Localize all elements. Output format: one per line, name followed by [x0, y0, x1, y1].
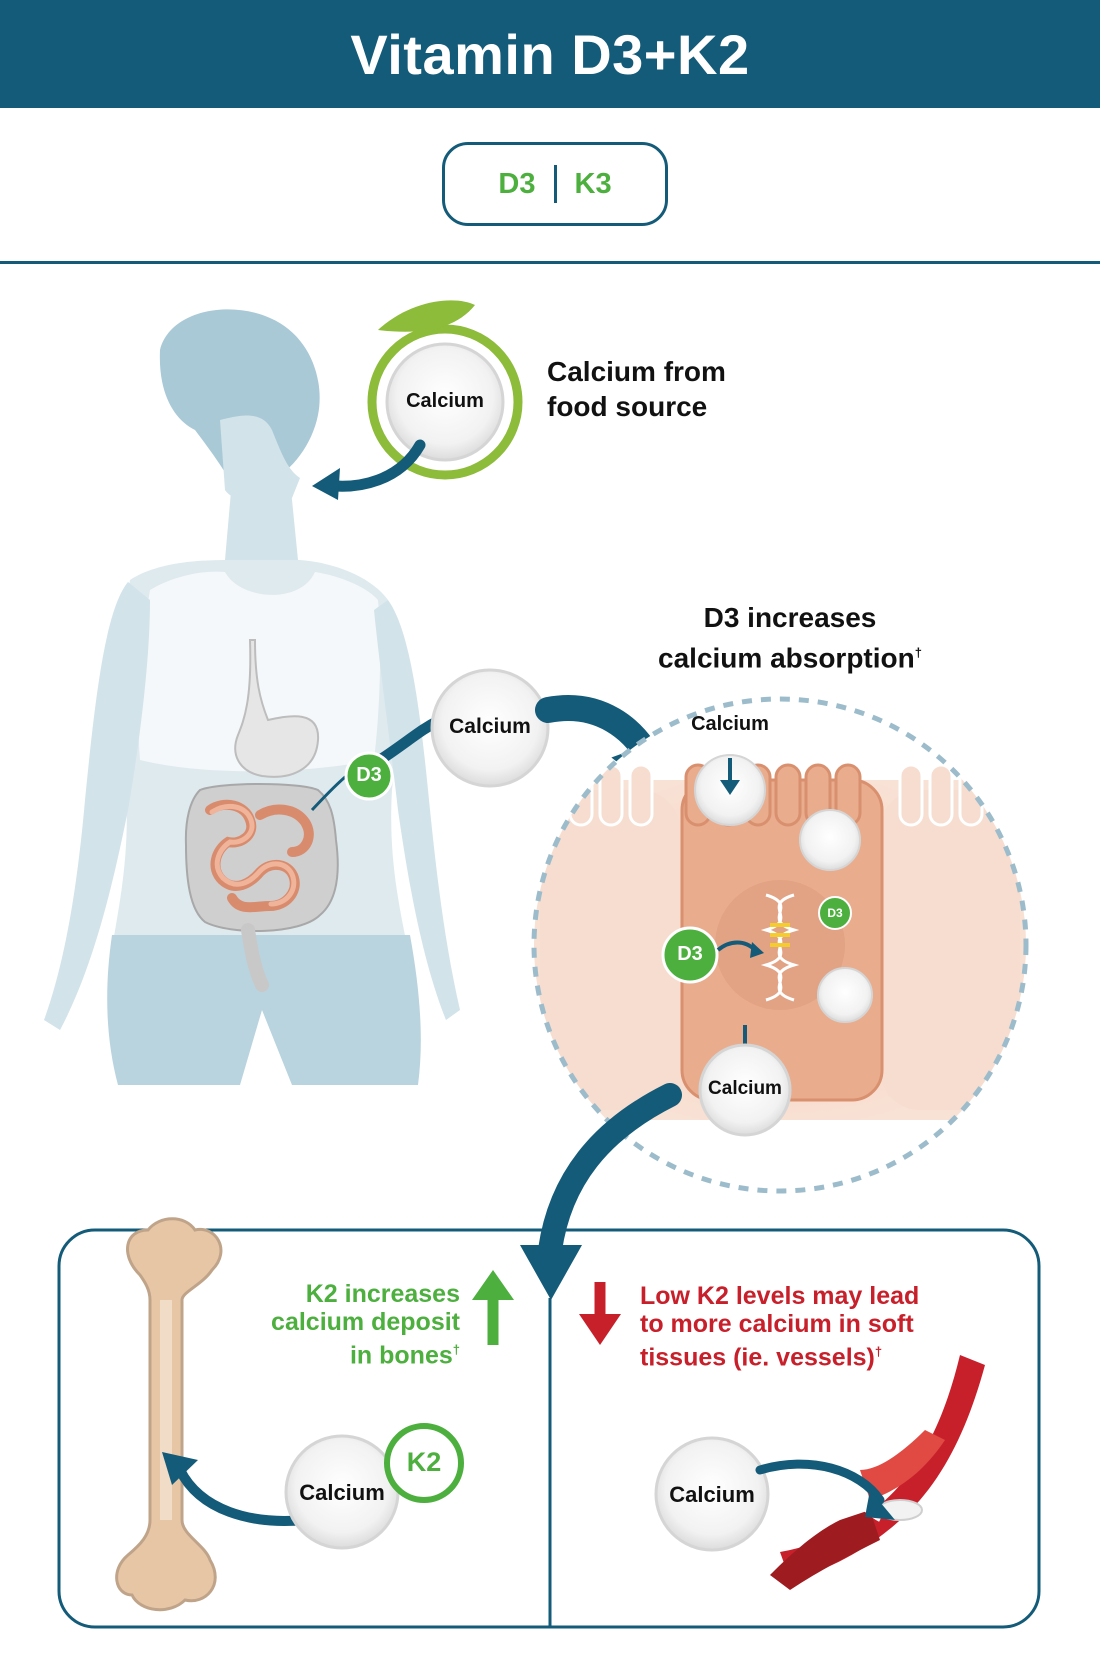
bones-line1: K2 increases	[305, 1280, 460, 1308]
food-source-caption: Calcium from food source	[547, 354, 726, 424]
calcium-to-vessel-arrow	[755, 1459, 885, 1505]
magnified-cell	[531, 696, 1029, 1194]
tab-k3[interactable]: K3	[574, 167, 612, 200]
bones-line3-wrap: in bones†	[240, 1336, 460, 1369]
header-divider	[0, 261, 1100, 264]
absorption-title-line1: D3 increases	[703, 602, 877, 633]
food-caption-line1: Calcium from	[547, 356, 726, 387]
k2-badge-label: K2	[406, 1447, 442, 1477]
down-arrow-icon	[579, 1314, 621, 1345]
up-arrow-icon	[472, 1270, 514, 1300]
absorption-caption: D3 increases calcium absorption†	[640, 600, 940, 675]
d3-large-badge-circle	[661, 926, 719, 984]
digestive-organs	[184, 639, 339, 992]
vessels-line3: tissues (ie. vessels)	[640, 1343, 875, 1372]
bones-dagger: †	[452, 1342, 460, 1357]
food-calcium-label: Calcium	[406, 390, 484, 412]
absorption-title-line2-text: calcium absorption	[658, 642, 915, 674]
vessels-dagger: †	[874, 1344, 883, 1359]
food-to-mouth-arrow	[319, 439, 426, 492]
food-to-mouth-arrowhead	[312, 468, 340, 500]
human-silhouette	[44, 309, 460, 1085]
intestine-calcium-label: Calcium	[449, 715, 531, 738]
intestine-d3-badge-label: D3	[356, 764, 382, 786]
intestine-calcium-circle	[430, 668, 550, 788]
food-caption-line2: food source	[547, 391, 708, 422]
bone-calcium-label: Calcium	[299, 1480, 385, 1505]
d3-badge-circle	[344, 751, 394, 801]
blood-vessel-icon	[770, 1355, 985, 1590]
bones-line2: calcium deposit	[271, 1308, 460, 1336]
tab-d3[interactable]: D3	[498, 167, 536, 200]
title-banner: Vitamin D3+K2	[0, 0, 1100, 108]
vitamin-tab-switch: D3 K3	[442, 142, 668, 226]
vessel-calcium-label: Calcium	[669, 1482, 755, 1507]
vessels-line2: to more calcium in soft	[640, 1310, 914, 1338]
absorption-title-line2: calcium absorption†	[640, 635, 940, 675]
absorption-calcium-in-label: Calcium	[691, 713, 769, 735]
to-bones-arrow	[538, 1083, 682, 1262]
absorption-calcium-out-label: Calcium	[708, 1078, 782, 1099]
vessel-calcium-circle	[654, 1436, 770, 1552]
to-bones-arrowhead	[520, 1245, 582, 1300]
vessels-line3-wrap: tissues (ie. vessels)†	[640, 1338, 960, 1371]
bones-line3: in bones	[349, 1341, 453, 1370]
k2-badge-circle	[384, 1423, 464, 1503]
absorption-d3-large-label: D3	[677, 943, 703, 965]
absorption-d3-small-label: D3	[827, 906, 843, 920]
food-source-ring	[367, 300, 523, 480]
vessels-caption: Low K2 levels may lead to more calcium i…	[640, 1282, 960, 1371]
calcium-to-bone-arrow	[175, 1465, 310, 1526]
d3-small-badge-circle	[818, 896, 852, 930]
tab-separator	[553, 165, 557, 203]
absorption-dagger: †	[914, 645, 922, 660]
bones-caption: K2 increases calcium deposit in bones†	[240, 1280, 460, 1369]
dna-helix-icon	[760, 893, 800, 1002]
vessels-line1: Low K2 levels may lead	[640, 1282, 920, 1310]
page-title: Vitamin D3+K2	[350, 22, 750, 86]
bone-icon	[115, 1217, 223, 1612]
